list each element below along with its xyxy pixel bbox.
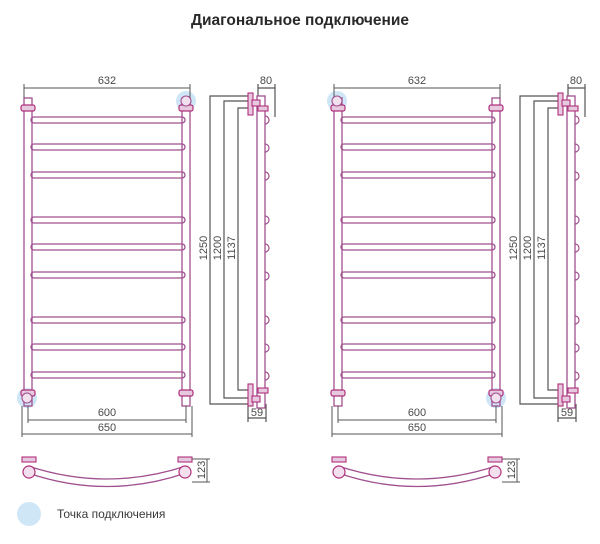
front-view [330, 83, 504, 438]
dim-600: 600 [98, 407, 116, 419]
dim-123: 123 [506, 461, 518, 479]
dim-1250: 1250 [508, 236, 520, 260]
dim-59: 59 [561, 407, 573, 419]
dim-632: 632 [408, 75, 426, 87]
dim-80: 80 [260, 75, 272, 87]
dim-59: 59 [251, 407, 263, 419]
dim-650: 650 [98, 422, 116, 434]
dim-1200: 1200 [212, 236, 224, 260]
right-diagram: 632 80 600 650 59 1250 1200 1137 123 [327, 75, 586, 488]
dim-123: 123 [196, 461, 208, 479]
top-view [21, 456, 211, 488]
top-view [331, 456, 521, 488]
dim-1250: 1250 [198, 236, 210, 260]
dim-632: 632 [98, 75, 116, 87]
front-view [20, 83, 194, 438]
diagram-title: Диагональное подключение [190, 12, 410, 29]
dim-650: 650 [408, 422, 426, 434]
left-diagram: 632 80 600 650 59 1250 1200 1137 123 [17, 75, 276, 488]
dim-1200: 1200 [522, 236, 534, 260]
connection-point-icon [17, 502, 41, 526]
dim-80: 80 [570, 75, 582, 87]
dim-600: 600 [408, 407, 426, 419]
legend: Точка подключения [17, 502, 165, 526]
dim-1137: 1137 [536, 236, 548, 260]
legend-label: Точка подключения [57, 507, 166, 521]
dim-1137: 1137 [226, 236, 238, 260]
